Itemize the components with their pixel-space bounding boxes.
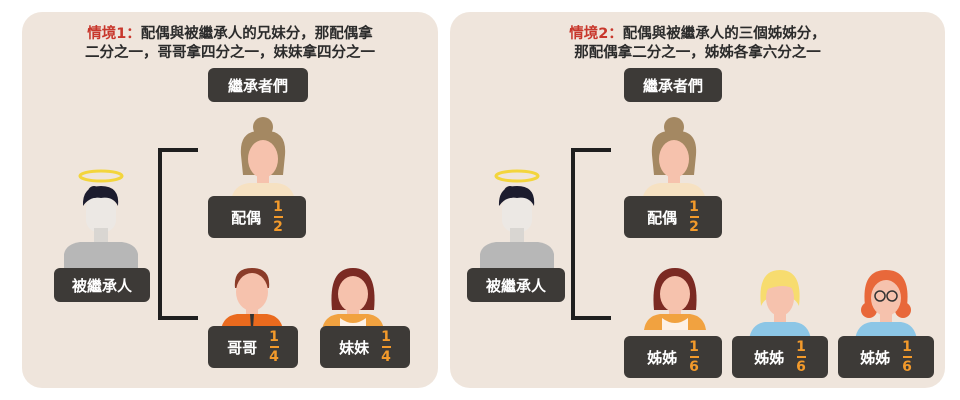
heir-label: 哥哥 bbox=[227, 338, 258, 357]
brother-figure bbox=[221, 268, 283, 330]
scenario-1-panel: 情境1：配偶與被繼承人的兄妹分，那配偶拿 二分之一，哥哥拿四分之一，妹妹拿四分之… bbox=[22, 12, 438, 388]
heir-label: 配偶 bbox=[647, 208, 678, 227]
scenario-2-panel: 情境2：配偶與被繼承人的三個姊姊分， 那配偶拿二分之一，姊姊各拿六分之一 繼承者… bbox=[450, 12, 945, 388]
deceased-figure bbox=[64, 169, 138, 280]
spouse-figure bbox=[642, 117, 706, 201]
sister-figure bbox=[322, 268, 384, 330]
heir-label: 姊姊 bbox=[754, 348, 785, 367]
heir-label: 配偶 bbox=[231, 208, 262, 227]
spouse-figure bbox=[231, 117, 295, 201]
scenario-1-title-line1: 配偶與被繼承人的兄妹分，那配偶拿 bbox=[140, 26, 373, 42]
family-bracket bbox=[158, 148, 198, 320]
scenario-2-title-line1: 配偶與被繼承人的三個姊姊分， bbox=[622, 26, 826, 42]
elder-sister-figure bbox=[749, 270, 811, 340]
heir-label: 姊姊 bbox=[860, 348, 891, 367]
heirs-label: 繼承者們 bbox=[624, 68, 722, 102]
deceased-figure bbox=[480, 169, 554, 280]
scenario-2-title: 情境2：配偶與被繼承人的三個姊姊分， 那配偶拿二分之一，姊姊各拿六分之一 bbox=[450, 25, 945, 63]
elder-sister-figure bbox=[855, 270, 917, 340]
scenario-2-title-prefix: 情境2： bbox=[569, 26, 623, 42]
family-bracket bbox=[571, 148, 611, 320]
elder-sister-figure bbox=[644, 268, 706, 330]
heir-label: 姊姊 bbox=[647, 348, 678, 367]
scenario-1-title: 情境1：配偶與被繼承人的兄妹分，那配偶拿 二分之一，哥哥拿四分之一，妹妹拿四分之… bbox=[22, 25, 438, 63]
heirs-label: 繼承者們 bbox=[208, 68, 308, 102]
scenario-2-title-line2: 那配偶拿二分之一，姊姊各拿六分之一 bbox=[574, 45, 821, 61]
halo-icon bbox=[78, 169, 124, 183]
deceased-label: 被繼承人 bbox=[467, 268, 565, 302]
scenario-1-title-line2: 二分之一，哥哥拿四分之一，妹妹拿四分之一 bbox=[85, 45, 375, 61]
halo-icon bbox=[494, 169, 540, 183]
scenario-1-title-prefix: 情境1： bbox=[87, 26, 141, 42]
deceased-label: 被繼承人 bbox=[54, 268, 150, 302]
heir-label: 妹妹 bbox=[339, 338, 370, 357]
